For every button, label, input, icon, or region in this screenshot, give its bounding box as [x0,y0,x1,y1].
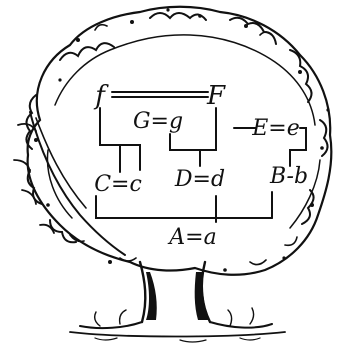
node-label-F: F [206,81,226,111]
node-label-f: f [93,81,109,111]
connector-lines [96,92,306,222]
tree-trunk [30,112,285,342]
node-label-A-a: A=a [167,225,216,250]
node-label-D-d: D=d [174,167,225,192]
node-label-E-e: E=e [251,116,300,141]
link-F-to-Dd [200,108,216,150]
node-label-B-b: B-b [269,164,308,189]
link-f-to-F [112,92,208,97]
node-label-G-g: G=g [133,109,183,134]
link-Gg-to-Dd [170,134,200,166]
node-label-C-c: C=c [94,172,142,197]
link-Cc-to-Aa [96,196,272,218]
